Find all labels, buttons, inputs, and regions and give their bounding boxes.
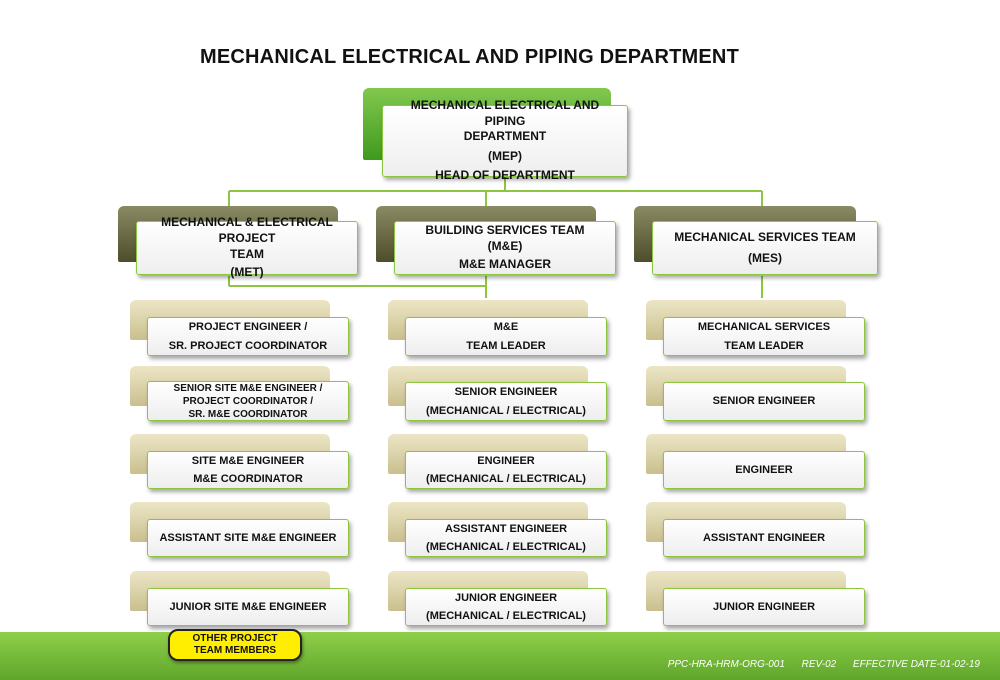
- team-line: (MET): [230, 265, 264, 280]
- footer-effective-date: EFFECTIVE DATE-01-02-19: [852, 659, 980, 670]
- head-line: MECHANICAL ELECTRICAL AND PIPING: [410, 98, 600, 128]
- role-card: JUNIOR ENGINEER: [663, 588, 865, 626]
- legend-line: TEAM MEMBERS: [193, 645, 277, 656]
- role-line: ENGINEER: [735, 463, 793, 476]
- legend-other-project-team-members: OTHER PROJECT TEAM MEMBERS: [168, 629, 302, 661]
- role-line: JUNIOR ENGINEER: [454, 591, 558, 604]
- role-line: PROJECT ENGINEER /: [188, 321, 308, 334]
- role-line: JUNIOR ENGINEER: [712, 600, 816, 613]
- role-line: (MECHANICAL / ELECTRICAL): [426, 473, 586, 485]
- page-title: MECHANICAL ELECTRICAL AND PIPING DEPARTM…: [200, 46, 739, 68]
- role-card: JUNIOR ENGINEER (MECHANICAL / ELECTRICAL…: [405, 588, 607, 626]
- role-line: PROJECT COORDINATOR /: [182, 395, 314, 407]
- footer-bar: [0, 632, 1000, 680]
- role-line: SENIOR SITE M&E ENGINEER /: [173, 382, 323, 394]
- team-line: BUILDING SERVICES TEAM: [425, 223, 585, 238]
- role-line: SR. PROJECT COORDINATOR: [168, 339, 328, 352]
- team-line: M&E MANAGER: [459, 257, 551, 272]
- team-line: TEAM: [230, 246, 264, 261]
- head-line: DEPARTMENT: [463, 129, 547, 144]
- role-card: SENIOR SITE M&E ENGINEER / PROJECT COORD…: [147, 381, 349, 421]
- role-card: SENIOR ENGINEER: [663, 382, 865, 421]
- role-line: JUNIOR SITE M&E ENGINEER: [169, 600, 327, 613]
- team-line: (MES): [748, 250, 782, 265]
- role-line: SITE M&E ENGINEER: [191, 454, 305, 467]
- team-line: MECHANICAL SERVICES TEAM: [674, 229, 856, 244]
- role-line: ASSISTANT ENGINEER: [444, 522, 568, 535]
- role-line: SENIOR ENGINEER: [712, 395, 816, 408]
- team-card: MECHANICAL & ELECTRICAL PROJECT TEAM (ME…: [136, 215, 358, 279]
- role-card: JUNIOR SITE M&E ENGINEER: [147, 588, 349, 626]
- role-card: ASSISTANT ENGINEER: [663, 519, 865, 557]
- head-card: MECHANICAL ELECTRICAL AND PIPING DEPARTM…: [382, 98, 628, 182]
- role-card: ENGINEER (MECHANICAL / ELECTRICAL): [405, 451, 607, 489]
- team-card: BUILDING SERVICES TEAM (M&E) M&E MANAGER: [394, 221, 616, 275]
- role-line: M&E COORDINATOR: [193, 473, 303, 485]
- role-line: ENGINEER: [477, 454, 535, 467]
- role-line: M&E: [493, 321, 519, 334]
- role-card: SITE M&E ENGINEER M&E COORDINATOR: [147, 451, 349, 489]
- team-card: MECHANICAL SERVICES TEAM (MES): [652, 221, 878, 275]
- role-card: ASSISTANT ENGINEER (MECHANICAL / ELECTRI…: [405, 519, 607, 557]
- footer-info: PPC-HRA-HRM-ORG-001 REV-02 EFFECTIVE DAT…: [668, 659, 980, 670]
- role-card: MECHANICAL SERVICES TEAM LEADER: [663, 317, 865, 356]
- role-line: (MECHANICAL / ELECTRICAL): [426, 541, 586, 553]
- role-line: (MECHANICAL / ELECTRICAL): [426, 610, 586, 622]
- role-card: ASSISTANT SITE M&E ENGINEER: [147, 519, 349, 557]
- role-line: ASSISTANT ENGINEER: [702, 531, 826, 544]
- role-line: SR. M&E COORDINATOR: [188, 408, 308, 420]
- role-card: PROJECT ENGINEER / SR. PROJECT COORDINAT…: [147, 317, 349, 356]
- team-line: MECHANICAL & ELECTRICAL PROJECT: [161, 215, 333, 245]
- role-card: M&E TEAM LEADER: [405, 317, 607, 356]
- role-card: ENGINEER: [663, 451, 865, 489]
- role-line: ASSISTANT SITE M&E ENGINEER: [159, 531, 337, 544]
- head-line: HEAD OF DEPARTMENT: [435, 168, 575, 183]
- legend-line: OTHER PROJECT: [192, 633, 278, 644]
- footer-doc-code: PPC-HRA-HRM-ORG-001: [667, 659, 785, 670]
- footer-revision: REV-02: [801, 659, 837, 670]
- role-line: TEAM LEADER: [724, 339, 804, 352]
- head-line: (MEP): [488, 148, 522, 163]
- role-line: (MECHANICAL / ELECTRICAL): [426, 404, 586, 417]
- role-line: SENIOR ENGINEER: [454, 386, 558, 399]
- role-line: MECHANICAL SERVICES: [697, 321, 831, 334]
- role-card: SENIOR ENGINEER (MECHANICAL / ELECTRICAL…: [405, 382, 607, 421]
- role-line: TEAM LEADER: [466, 339, 546, 352]
- team-line: (M&E): [487, 238, 523, 253]
